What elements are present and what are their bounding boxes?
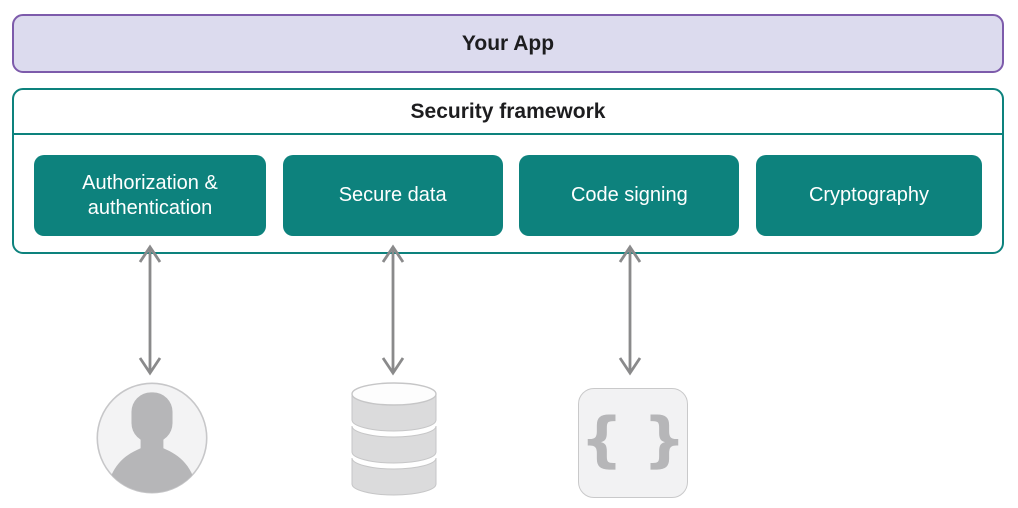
open-brace-glyph: { (580, 405, 623, 475)
double-arrow-code (618, 244, 642, 376)
code-braces-icon: { } (578, 388, 688, 498)
module-secure-data: Secure data (282, 155, 503, 236)
your-app-label: Your App (461, 31, 555, 55)
close-brace-glyph: } (643, 405, 686, 475)
security-framework-header: Security framework (14, 90, 1002, 135)
module-code-signing: Code signing (519, 155, 740, 236)
security-framework-title: Security framework (410, 99, 606, 123)
framework-modules-row: Authorization & authentication Secure da… (14, 135, 1002, 252)
module-cryptography: Cryptography (755, 155, 982, 236)
security-framework-box: Security framework Authorization & authe… (12, 88, 1004, 254)
user-avatar-icon (96, 382, 208, 494)
double-arrow-user (138, 244, 162, 376)
double-arrow-database (381, 244, 405, 376)
module-authorization-authentication: Authorization & authentication (34, 155, 266, 236)
your-app-box: Your App (12, 14, 1004, 73)
database-icon (351, 382, 437, 496)
